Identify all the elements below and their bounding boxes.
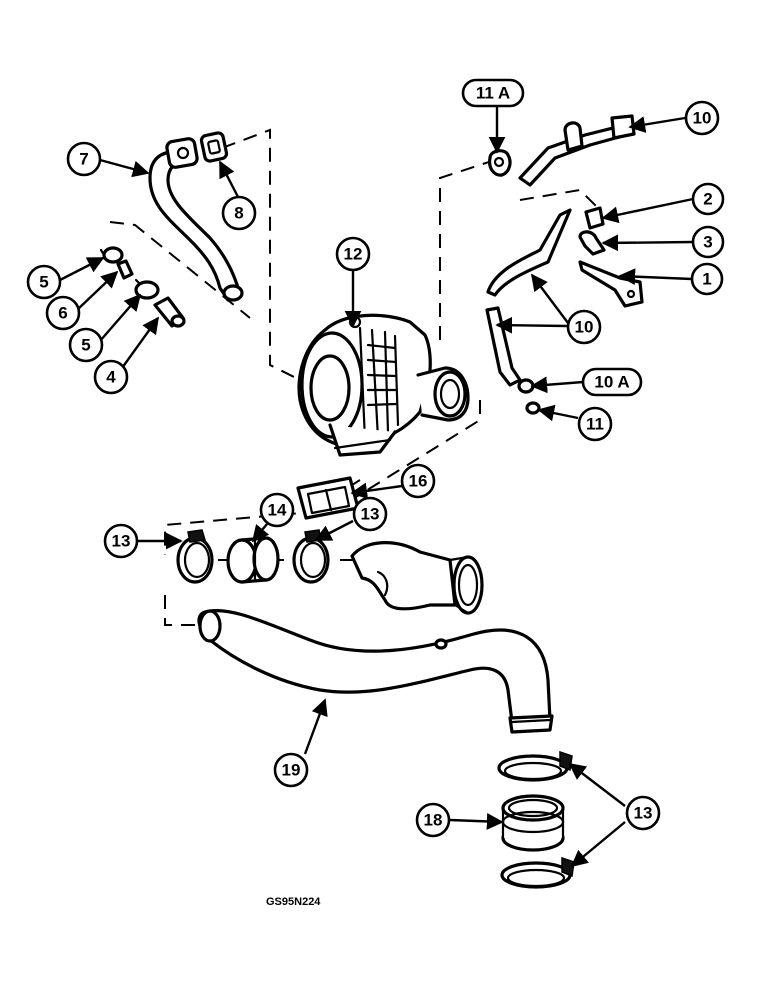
svg-text:13: 13 [634,804,653,823]
callout-2: 2 [691,182,725,216]
callout-10-middle: 10 [566,309,602,345]
svg-text:4: 4 [106,368,116,387]
callout-5-lower: 5 [68,327,104,363]
coupling-part-14 [226,536,280,584]
gasket-part-11A [488,149,512,177]
callout-18: 18 [415,802,451,838]
turbocharger-part-12 [297,313,470,457]
oil-tube-part-7 [148,137,244,302]
callout-6: 6 [45,295,81,331]
fitting-clamp-part-5-upper [99,246,124,264]
leader-lines [57,106,694,868]
svg-text:13: 13 [112,532,131,551]
svg-text:5: 5 [81,336,90,355]
svg-text:13: 13 [361,505,380,524]
callout-13-left: 13 [103,523,139,559]
callout-19: 19 [273,752,309,788]
svg-text:18: 18 [424,811,443,830]
fitting-clamp-part-5-lower [134,278,160,300]
drain-tube-part-10-upper [518,114,636,187]
callout-14: 14 [259,492,295,528]
elbow-pipe [350,541,484,615]
callout-13-lower: 13 [625,795,661,831]
svg-text:2: 2 [703,190,712,209]
svg-text:10 A: 10 A [594,373,629,392]
coupling-part-18 [501,794,565,852]
callout-13-right: 13 [352,496,388,532]
callout-12: 12 [335,236,371,272]
fitting-part-11 [525,401,541,415]
clamp-part-13-lower-bottom [500,856,575,889]
callout-5-upper: 5 [26,264,62,300]
bracket-part-1 [578,260,644,308]
svg-text:12: 12 [344,245,363,264]
clamp-part-3 [578,230,606,256]
callout-7: 7 [66,141,102,177]
intake-pipe-part-19 [197,609,554,734]
svg-text:16: 16 [409,472,428,491]
callout-11: 11 [577,406,613,442]
callout-1: 1 [690,262,724,296]
svg-text:5: 5 [39,273,48,292]
clamp-part-13-right [292,529,330,584]
svg-text:11 A: 11 A [476,84,510,103]
figure-code-label: GS95N224 [266,896,321,908]
svg-text:19: 19 [282,761,301,780]
clamp-part-13-left [176,529,214,584]
svg-text:11: 11 [586,415,604,434]
drain-tube-part-10-lower [485,306,522,387]
fitting-part-6 [116,259,134,280]
svg-text:14: 14 [268,501,287,520]
callout-16: 16 [400,463,436,499]
callout-8: 8 [221,195,257,231]
svg-text:6: 6 [58,304,67,323]
fitting-part-2 [584,206,605,230]
fitting-part-4 [153,296,186,328]
svg-text:10: 10 [693,109,712,128]
svg-text:10: 10 [575,318,594,337]
svg-text:7: 7 [79,150,88,169]
callout-10-top: 10 [684,100,720,136]
fitting-part-10A [517,378,535,394]
svg-text:1: 1 [702,270,711,289]
drain-hose-part-10 [486,208,572,297]
callout-10A: 10 A [581,367,643,397]
callout-4: 4 [93,359,129,395]
callout-3: 3 [691,225,725,259]
gasket-part-16 [296,476,360,520]
callout-11A: 11 A [461,78,525,108]
svg-text:3: 3 [703,233,712,252]
svg-text:8: 8 [234,204,243,223]
gasket-part-8 [199,131,229,163]
clamp-part-13-lower-top [497,750,573,782]
